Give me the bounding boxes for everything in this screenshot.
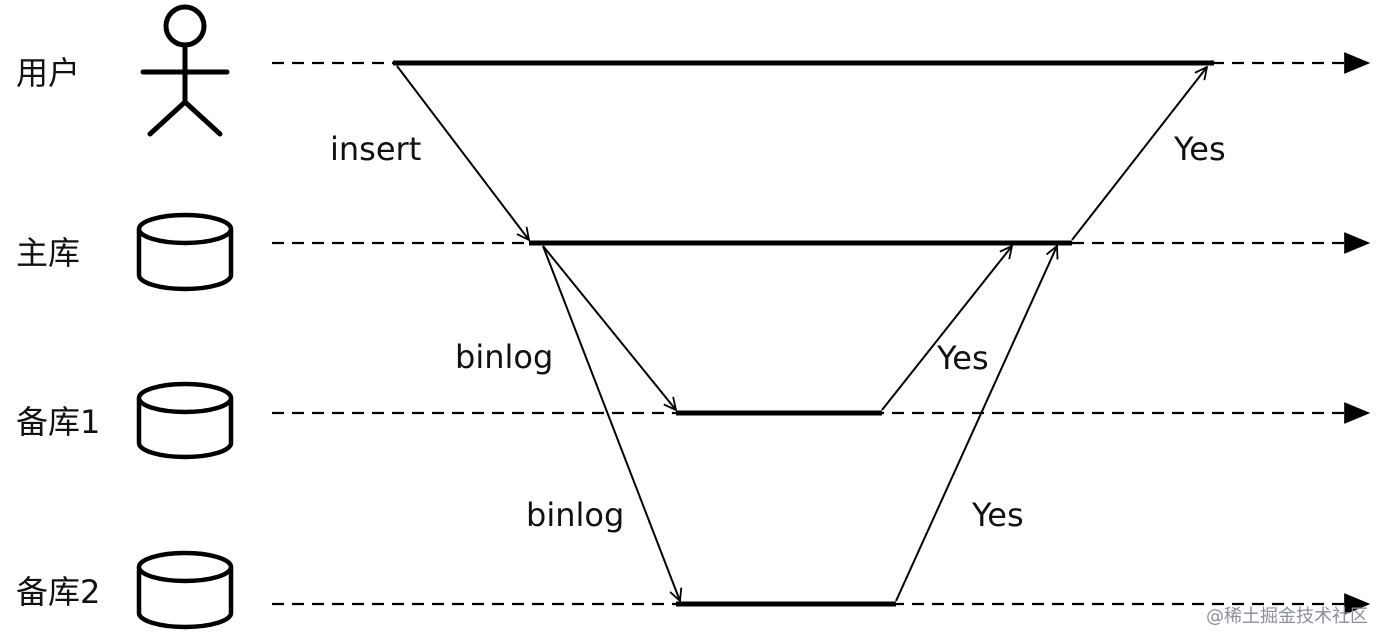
arrow-ack-replica1 [881,246,1012,411]
label-insert: insert [330,130,421,168]
label-binlog-replica2: binlog [526,496,624,534]
label-ack-replica2: Yes [971,496,1024,534]
label-binlog-replica1: binlog [455,338,553,376]
lane-label-user: 用户 [16,54,80,92]
arrow-ack-replica2 [895,246,1057,602]
label-ack-replica1: Yes [936,339,989,377]
label-ack-user: Yes [1173,130,1226,168]
arrow-binlog-replica1 [542,245,676,410]
arrow-insert [396,65,529,240]
database-icon [136,212,234,292]
user-actor-icon [140,4,230,137]
lane-label-primary: 主库 [16,234,80,272]
watermark: @稀土掘金技术社区 [1206,606,1368,627]
lane-label-replica2: 备库2 [16,573,100,611]
arrow-binlog-replica2 [542,245,680,601]
database-icon [136,381,234,460]
arrow-ack-user [1071,67,1207,241]
lane-label-replica1: 备库1 [16,403,100,441]
database-icon [136,550,234,630]
